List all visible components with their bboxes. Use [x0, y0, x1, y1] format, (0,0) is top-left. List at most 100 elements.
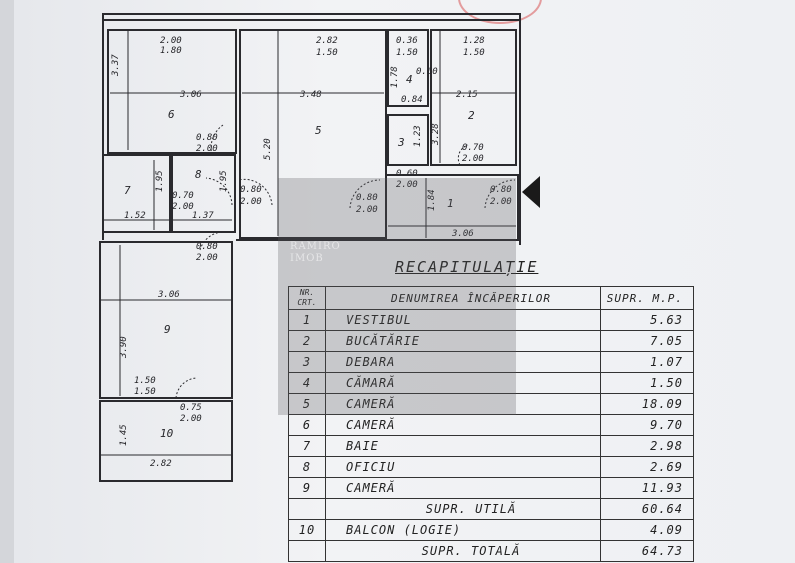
dim-label: 3.90 [119, 336, 129, 359]
room-name: OFICIU [325, 456, 601, 478]
table-header-row: NR. CRT. DENUMIREA ÎNCĂPERILOR SUPR. M.P… [288, 286, 694, 310]
dim-label: 1.78 [390, 66, 400, 88]
dim-label: 0.80 [490, 185, 512, 195]
dim-label: 1.84 [427, 189, 437, 211]
dim-label: 2.82 [316, 36, 338, 46]
room-area: 4.09 [600, 519, 694, 541]
room-name: SUPR. UTILĂ [325, 498, 601, 520]
dim-label: 2.00 [240, 197, 262, 207]
room-area: 60.64 [600, 498, 694, 520]
header-area: SUPR. M.P. [600, 286, 694, 310]
door-swings [175, 124, 516, 399]
dim-label: 2.00 [160, 36, 182, 46]
walls [99, 13, 521, 482]
dim-label: 2.15 [456, 90, 478, 100]
dim-label: 2.00 [396, 180, 418, 190]
dim-label: 1.37 [192, 211, 214, 221]
dim-label: 0.36 [396, 36, 418, 46]
dim-label: 0.84 [401, 95, 423, 105]
dim-label: 1.23 [413, 125, 423, 147]
watermark-line: RAMIRO [290, 241, 341, 252]
room-9-number: 9 [164, 323, 171, 336]
dim-label: 2.00 [462, 154, 484, 164]
dim-label: 3.06 [451, 229, 474, 239]
room-numbers: 6 5 2 3 4 1 7 8 9 10 [124, 73, 475, 440]
dim-label: 1.95 [155, 170, 165, 192]
page-edge [0, 0, 14, 563]
room-area: 18.09 [600, 393, 694, 415]
dim-label: 2.00 [196, 253, 218, 263]
dim-label: 3.06 [157, 290, 180, 300]
room-area: 64.73 [600, 540, 694, 562]
row-number: 8 [288, 456, 326, 478]
watermark-overlay [278, 178, 516, 415]
dim-label: 0.80 [196, 242, 218, 252]
dim-label: 1.50 [316, 48, 338, 58]
room-8-number: 8 [195, 168, 202, 181]
room-name: SUPR. TOTALĂ [325, 540, 601, 562]
watermark-line: IMOB [290, 253, 324, 264]
dim-label: 2.00 [172, 202, 194, 212]
dim-label: 2.00 [196, 144, 218, 154]
dim-label: 1.50 [134, 376, 156, 386]
room-area: 1.07 [600, 351, 694, 373]
room-area: 9.70 [600, 414, 694, 436]
room-name: BALCON (LOGIE) [325, 519, 601, 541]
dim-label: 2.00 [180, 414, 202, 424]
dim-label: 1.50 [134, 387, 156, 397]
room-name: CAMERĂ [325, 477, 601, 499]
room-name: CĂMARĂ [325, 372, 601, 394]
dim-label: 1.28 [463, 36, 485, 46]
dim-label: 5.20 [263, 138, 273, 160]
room-name: BUCĂTĂRIE [325, 330, 601, 352]
entrance-arrow-icon [522, 176, 540, 208]
room-2-number: 2 [468, 109, 475, 122]
room-6-number: 6 [168, 108, 175, 121]
room-1-number: 1 [447, 197, 454, 210]
dim-label: 3.28 [431, 123, 441, 146]
room-area: 5.63 [600, 309, 694, 331]
dim-label: 1.95 [219, 170, 229, 192]
room-area: 7.05 [600, 330, 694, 352]
dim-label: 0.60 [416, 67, 438, 77]
header-name: DENUMIREA ÎNCĂPERILOR [325, 286, 601, 310]
row-number: 10 [288, 519, 326, 541]
dim-label: 0.80 [240, 185, 262, 195]
dim-label: 1.80 [160, 46, 182, 56]
dim-label: 2.00 [356, 205, 378, 215]
dimension-lines [100, 30, 516, 456]
dim-label: 3.37 [111, 54, 121, 77]
dim-label: 0.60 [396, 169, 418, 179]
row-number [288, 540, 326, 562]
room-area: 2.69 [600, 456, 694, 478]
dim-label: 0.75 [180, 403, 202, 413]
dim-label: 1.50 [396, 48, 418, 58]
area-summary-table: NR. CRT. DENUMIREA ÎNCĂPERILOR SUPR. M.P… [288, 286, 694, 562]
dim-label: 3.48 [299, 90, 322, 100]
room-5-number: 5 [315, 124, 322, 137]
dim-label: 0.80 [196, 133, 218, 143]
dim-label: 1.50 [463, 48, 485, 58]
row-number: 9 [288, 477, 326, 499]
room-area: 1.50 [600, 372, 694, 394]
table-title: RECAPITULAȚIE [395, 258, 539, 276]
dim-label: 3.06 [179, 90, 202, 100]
row-number [288, 498, 326, 520]
room-10-number: 10 [160, 427, 174, 440]
room-4-number: 4 [406, 73, 413, 86]
dim-label: 1.45 [119, 424, 129, 446]
dim-label: 0.70 [462, 143, 484, 153]
room-area: 2.98 [600, 435, 694, 457]
dim-label: 1.52 [124, 211, 146, 221]
